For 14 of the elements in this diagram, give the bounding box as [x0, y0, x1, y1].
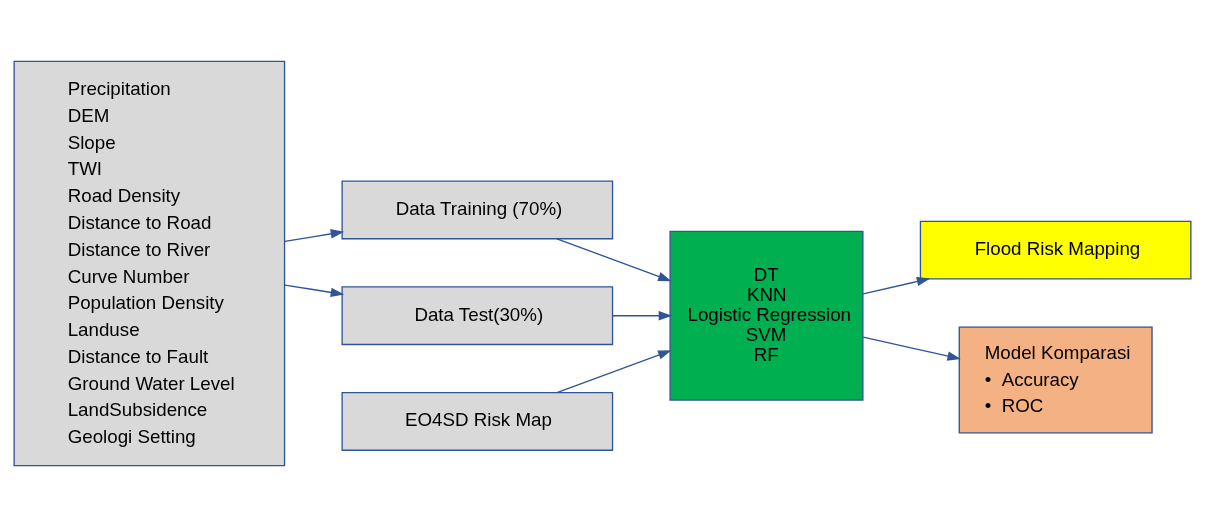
node-box: Data Training (70%): [341, 180, 614, 239]
node-box: Data Test(30%): [341, 285, 614, 345]
node-box: Flood Risk Mapping: [919, 220, 1192, 280]
arrow: [612, 310, 673, 320]
arrow: [862, 276, 931, 295]
arrow: [284, 283, 345, 297]
arrow: [862, 335, 961, 361]
arrow: [556, 237, 672, 281]
node-box: EO4SD Risk Map: [341, 391, 614, 451]
node-box: Model Komparasi • Accuracy • ROC: [958, 325, 1153, 434]
node-box: DT KNN Logistic Regression SVM RF: [669, 230, 864, 401]
arrow: [556, 349, 672, 393]
arrow: [284, 228, 345, 242]
node-box: Precipitation DEM Slope TWI Road Density Distance to Road Distance to River Curve Number Population Density Landuse Distance to Fault Ground Water Level LandSubsidence Geologi Setting: [13, 60, 286, 466]
